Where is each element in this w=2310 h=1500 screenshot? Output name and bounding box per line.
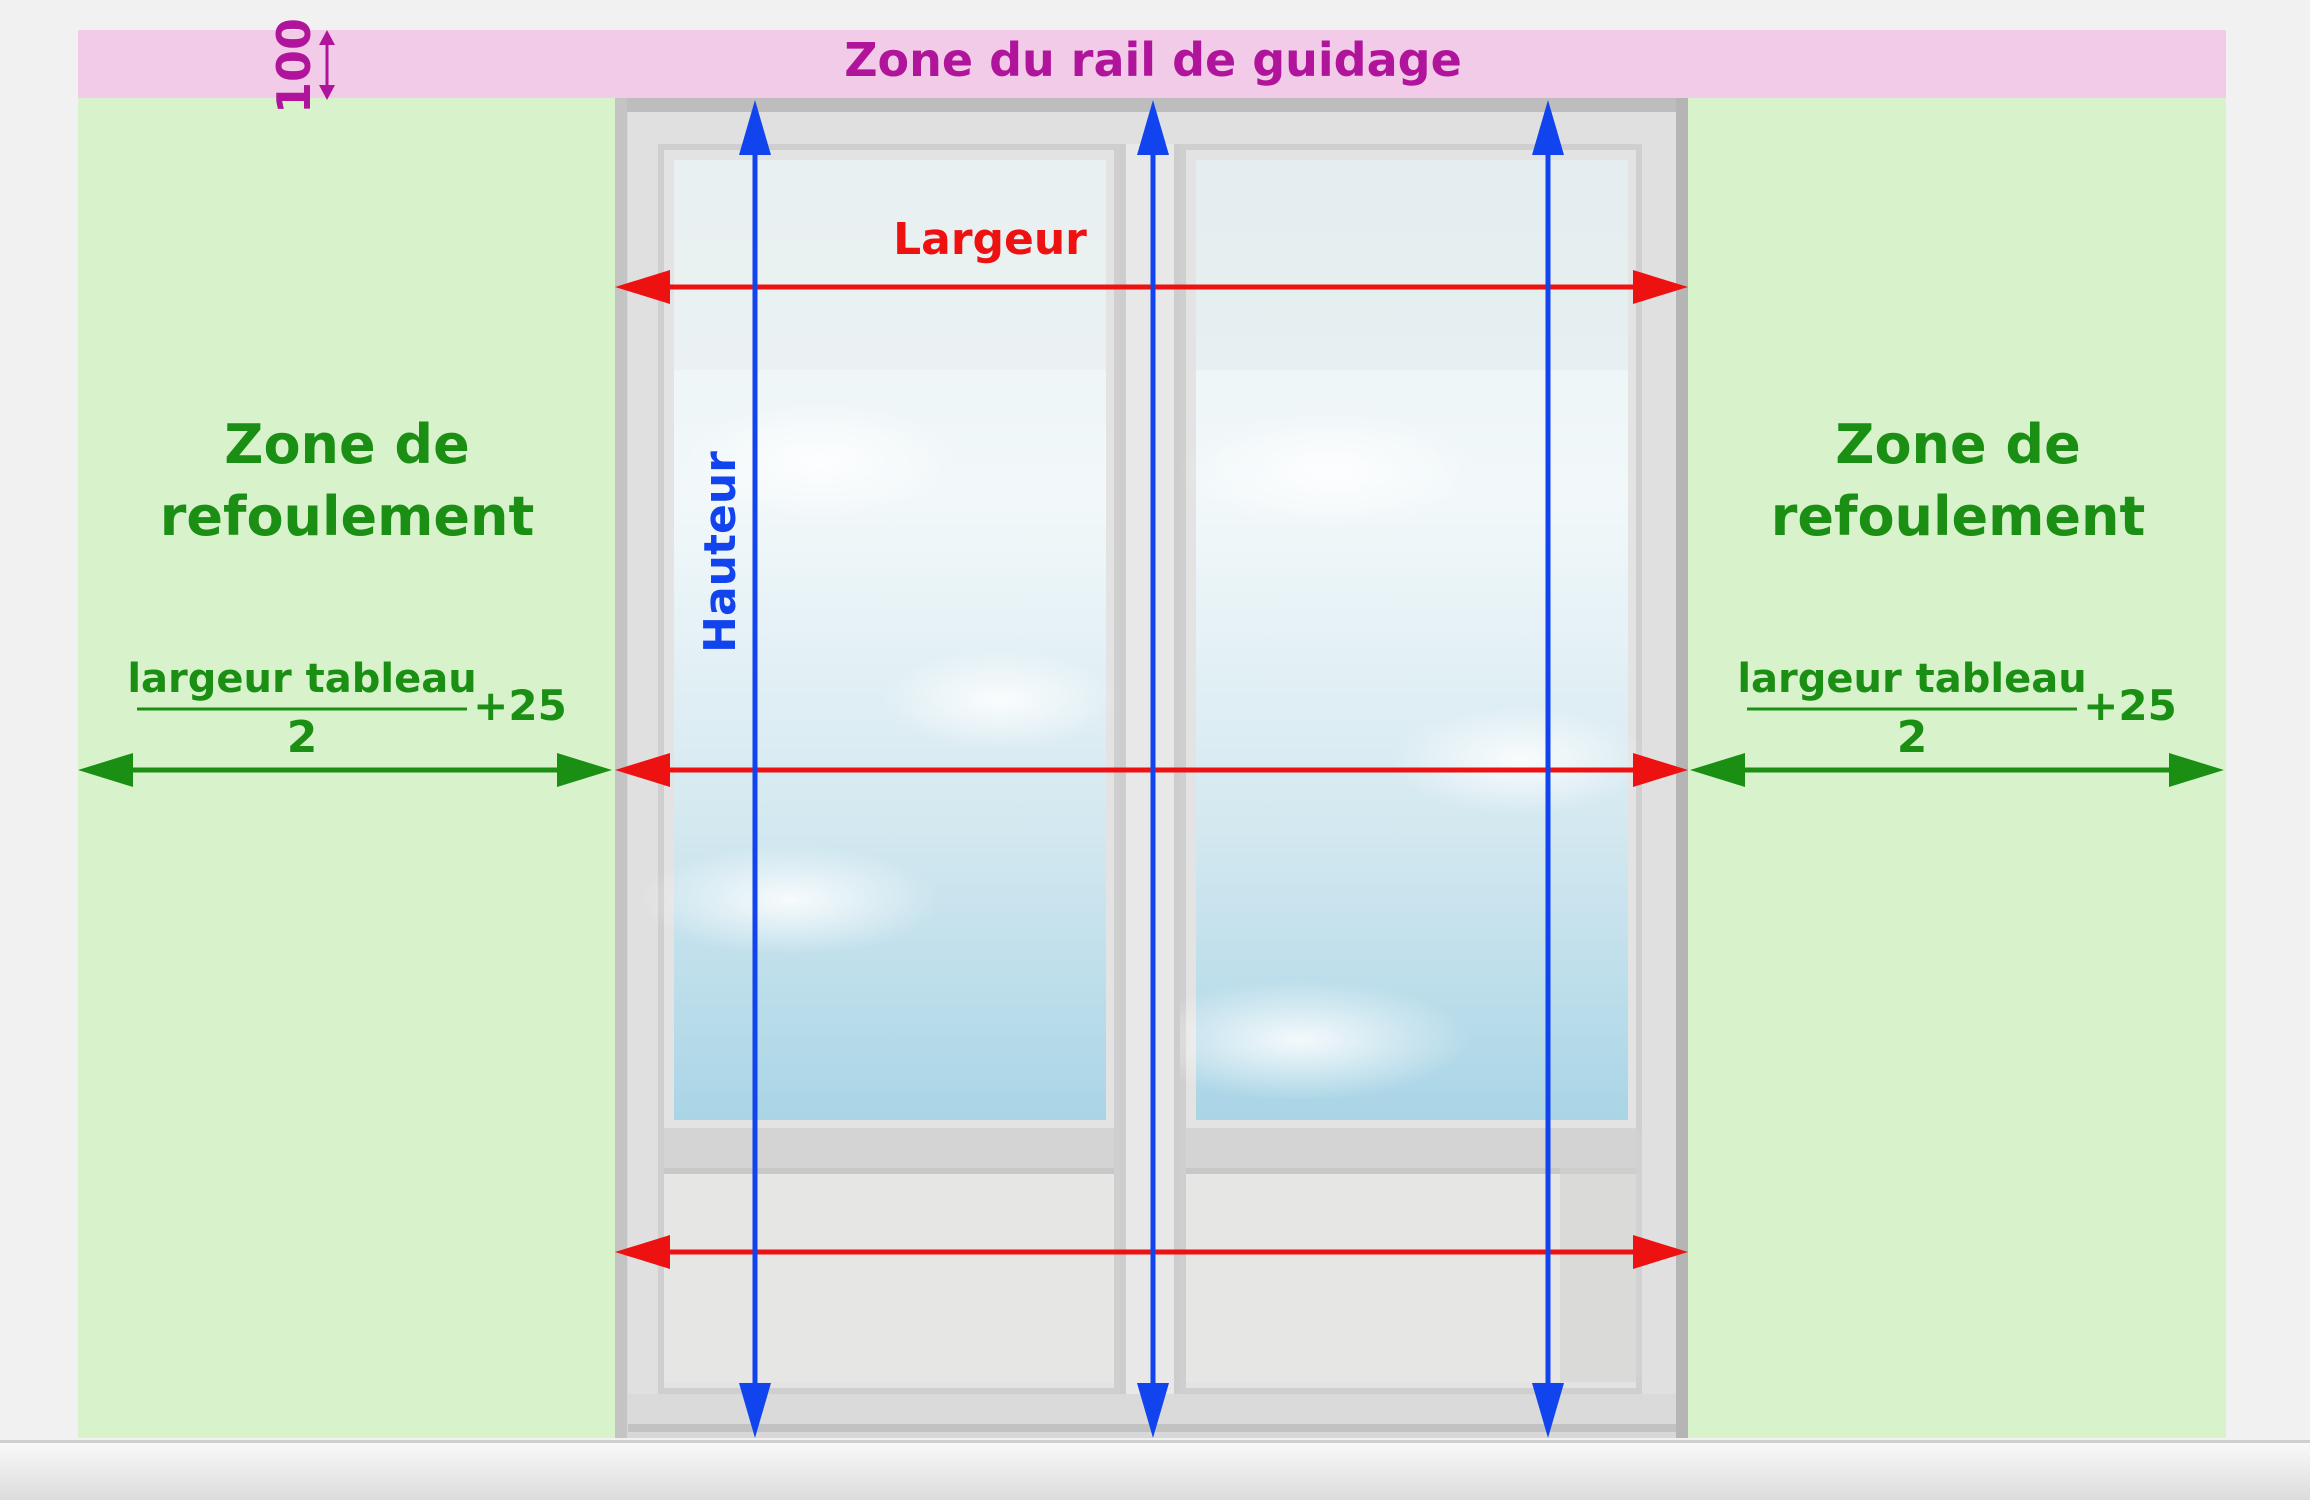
height-label: Hauteur (695, 451, 746, 653)
left-zone-title-line2: refoulement (160, 485, 535, 548)
left-stack-arrow (78, 753, 612, 787)
right-formula-numerator: largeur tableau (1737, 656, 2086, 702)
left-stack-zone-text: Zone de refoulement largeur tableau 2 +2… (127, 413, 567, 763)
left-zone-title-line1: Zone de (224, 413, 469, 476)
right-zone-title-line2: refoulement (1771, 485, 2146, 548)
rail-height-value: 100 (267, 18, 321, 114)
right-zone-title-line1: Zone de (1835, 413, 2080, 476)
right-stack-arrow (1690, 753, 2224, 787)
guide-rail-zone-label: Zone du rail de guidage (844, 33, 1462, 87)
right-stack-zone-text: Zone de refoulement largeur tableau 2 +2… (1737, 413, 2177, 763)
left-formula-addend: +25 (473, 681, 567, 730)
right-formula-addend: +25 (2083, 681, 2177, 730)
left-formula-denominator: 2 (287, 712, 318, 763)
rail-height-dimension: 100 (267, 18, 335, 114)
left-formula-numerator: largeur tableau (127, 656, 476, 702)
height-arrow-left (739, 100, 771, 1438)
height-arrow-center (1137, 100, 1169, 1438)
floor (0, 1440, 2310, 1500)
width-label: Largeur (893, 214, 1087, 265)
guide-rail-zone (78, 30, 2226, 98)
height-arrow-right (1532, 100, 1564, 1438)
right-formula-denominator: 2 (1897, 712, 1928, 763)
